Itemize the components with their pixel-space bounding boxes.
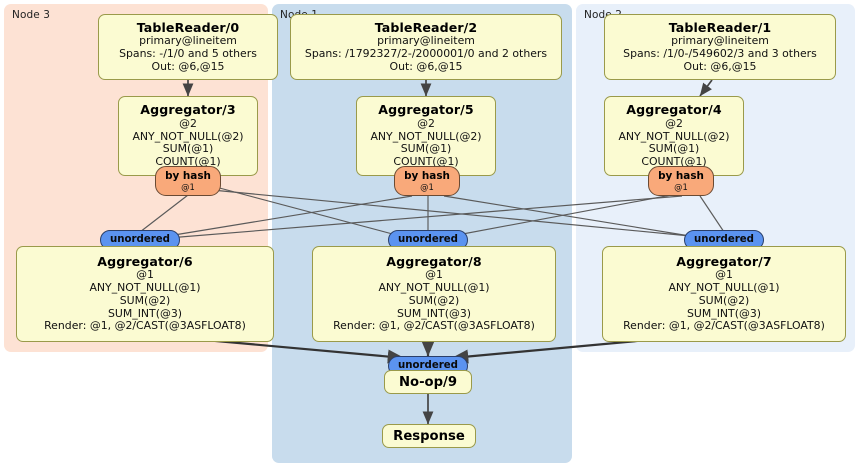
aggregator-3[interactable]: Aggregator/3 @2 ANY_NOT_NULL(@2) SUM(@1)…	[118, 96, 258, 176]
aggregator-7-group: @1	[715, 268, 733, 282]
aggregator-4-agg-3: COUNT(@1)	[641, 155, 707, 169]
table-reader-0-spans: Spans: -/1/0 and 5 others	[119, 46, 257, 60]
aggregator-4[interactable]: Aggregator/4 @2 ANY_NOT_NULL(@2) SUM(@1)…	[604, 96, 744, 176]
aggregator-3-group: @2	[179, 116, 197, 130]
aggregator-5-agg-3: COUNT(@1)	[393, 155, 459, 169]
unordered-input-node-3-label: unordered	[110, 233, 170, 245]
aggregator-8-agg-2: SUM(@2)	[408, 293, 460, 307]
no-op-title: No-op/9	[398, 374, 458, 390]
unordered-final-label: unordered	[398, 359, 458, 371]
table-reader-2[interactable]: TableReader/2 primary@lineitem Spans: /1…	[290, 14, 562, 80]
table-reader-2-spans: Spans: /1792327/2-/2000001/0 and 2 other…	[304, 46, 548, 60]
aggregator-8-render: Render: @1, @2/CAST(@3ASFLOAT8)	[333, 319, 535, 333]
aggregator-5-group: @2	[417, 116, 435, 130]
aggregator-3-agg-1: ANY_NOT_NULL(@2)	[132, 129, 244, 143]
aggregator-3-title: Aggregator/3	[140, 102, 236, 118]
aggregator-6-group: @1	[136, 268, 154, 282]
aggregator-7-agg-1: ANY_NOT_NULL(@1)	[668, 281, 780, 295]
table-reader-2-table: primary@lineitem	[377, 34, 475, 48]
hash-router-node-2-column: @1	[674, 181, 688, 192]
table-reader-1-spans: Spans: /1/0-/549602/3 and 3 others	[623, 46, 817, 60]
aggregator-7-agg-3: SUM_INT(@3)	[686, 306, 762, 320]
aggregator-4-group: @2	[665, 116, 683, 130]
response-node[interactable]: Response	[382, 424, 476, 448]
aggregator-7[interactable]: Aggregator/7 @1 ANY_NOT_NULL(@1) SUM(@2)…	[602, 246, 846, 342]
aggregator-5-agg-2: SUM(@1)	[400, 142, 452, 156]
no-op-node[interactable]: No-op/9	[384, 370, 472, 394]
aggregator-6-title: Aggregator/6	[97, 253, 193, 269]
table-reader-1-title: TableReader/1	[668, 19, 772, 35]
aggregator-5[interactable]: Aggregator/5 @2 ANY_NOT_NULL(@2) SUM(@1)…	[356, 96, 496, 176]
aggregator-5-title: Aggregator/5	[378, 102, 474, 118]
aggregator-7-render: Render: @1, @2/CAST(@3ASFLOAT8)	[623, 319, 825, 333]
aggregator-6-agg-2: SUM(@2)	[119, 293, 171, 307]
aggregator-8-agg-1: ANY_NOT_NULL(@1)	[378, 281, 490, 295]
table-reader-2-out: Out: @6,@15	[389, 59, 463, 73]
hash-router-node-3-column: @1	[181, 181, 195, 192]
hash-router-node-1[interactable]: by hash @1	[394, 166, 460, 196]
aggregator-7-title: Aggregator/7	[676, 253, 772, 269]
table-reader-0-table: primary@lineitem	[139, 34, 237, 48]
aggregator-7-agg-2: SUM(@2)	[698, 293, 750, 307]
aggregator-6-agg-3: SUM_INT(@3)	[107, 306, 183, 320]
aggregator-8-group: @1	[425, 268, 443, 282]
hash-router-node-3-label: by hash	[165, 169, 211, 182]
aggregator-8-agg-3: SUM_INT(@3)	[396, 306, 472, 320]
aggregator-5-agg-1: ANY_NOT_NULL(@2)	[370, 129, 482, 143]
hash-router-node-3[interactable]: by hash @1	[155, 166, 221, 196]
aggregator-6-render: Render: @1, @2/CAST(@3ASFLOAT8)	[44, 319, 246, 333]
aggregator-8-title: Aggregator/8	[386, 253, 482, 269]
unordered-input-node-2-label: unordered	[694, 233, 754, 245]
table-reader-1-out: Out: @6,@15	[683, 59, 757, 73]
aggregator-4-agg-1: ANY_NOT_NULL(@2)	[618, 129, 730, 143]
table-reader-0[interactable]: TableReader/0 primary@lineitem Spans: -/…	[98, 14, 278, 80]
unordered-input-node-1-label: unordered	[398, 233, 458, 245]
table-reader-1-table: primary@lineitem	[671, 34, 769, 48]
hash-router-node-1-label: by hash	[404, 169, 450, 182]
table-reader-1[interactable]: TableReader/1 primary@lineitem Spans: /1…	[604, 14, 836, 80]
aggregator-8[interactable]: Aggregator/8 @1 ANY_NOT_NULL(@1) SUM(@2)…	[312, 246, 556, 342]
response-title: Response	[393, 428, 465, 444]
aggregator-3-agg-2: SUM(@1)	[162, 142, 214, 156]
aggregator-4-agg-2: SUM(@1)	[648, 142, 700, 156]
aggregator-6[interactable]: Aggregator/6 @1 ANY_NOT_NULL(@1) SUM(@2)…	[16, 246, 274, 342]
hash-router-node-2[interactable]: by hash @1	[648, 166, 714, 196]
aggregator-3-agg-3: COUNT(@1)	[155, 155, 221, 169]
table-reader-0-out: Out: @6,@15	[151, 59, 225, 73]
aggregator-4-title: Aggregator/4	[626, 102, 722, 118]
panel-label-node-3: Node 3	[12, 9, 51, 21]
hash-router-node-2-label: by hash	[658, 169, 704, 182]
table-reader-2-title: TableReader/2	[374, 19, 478, 35]
hash-router-node-1-column: @1	[420, 181, 434, 192]
table-reader-0-title: TableReader/0	[136, 19, 240, 35]
aggregator-6-agg-1: ANY_NOT_NULL(@1)	[89, 281, 201, 295]
